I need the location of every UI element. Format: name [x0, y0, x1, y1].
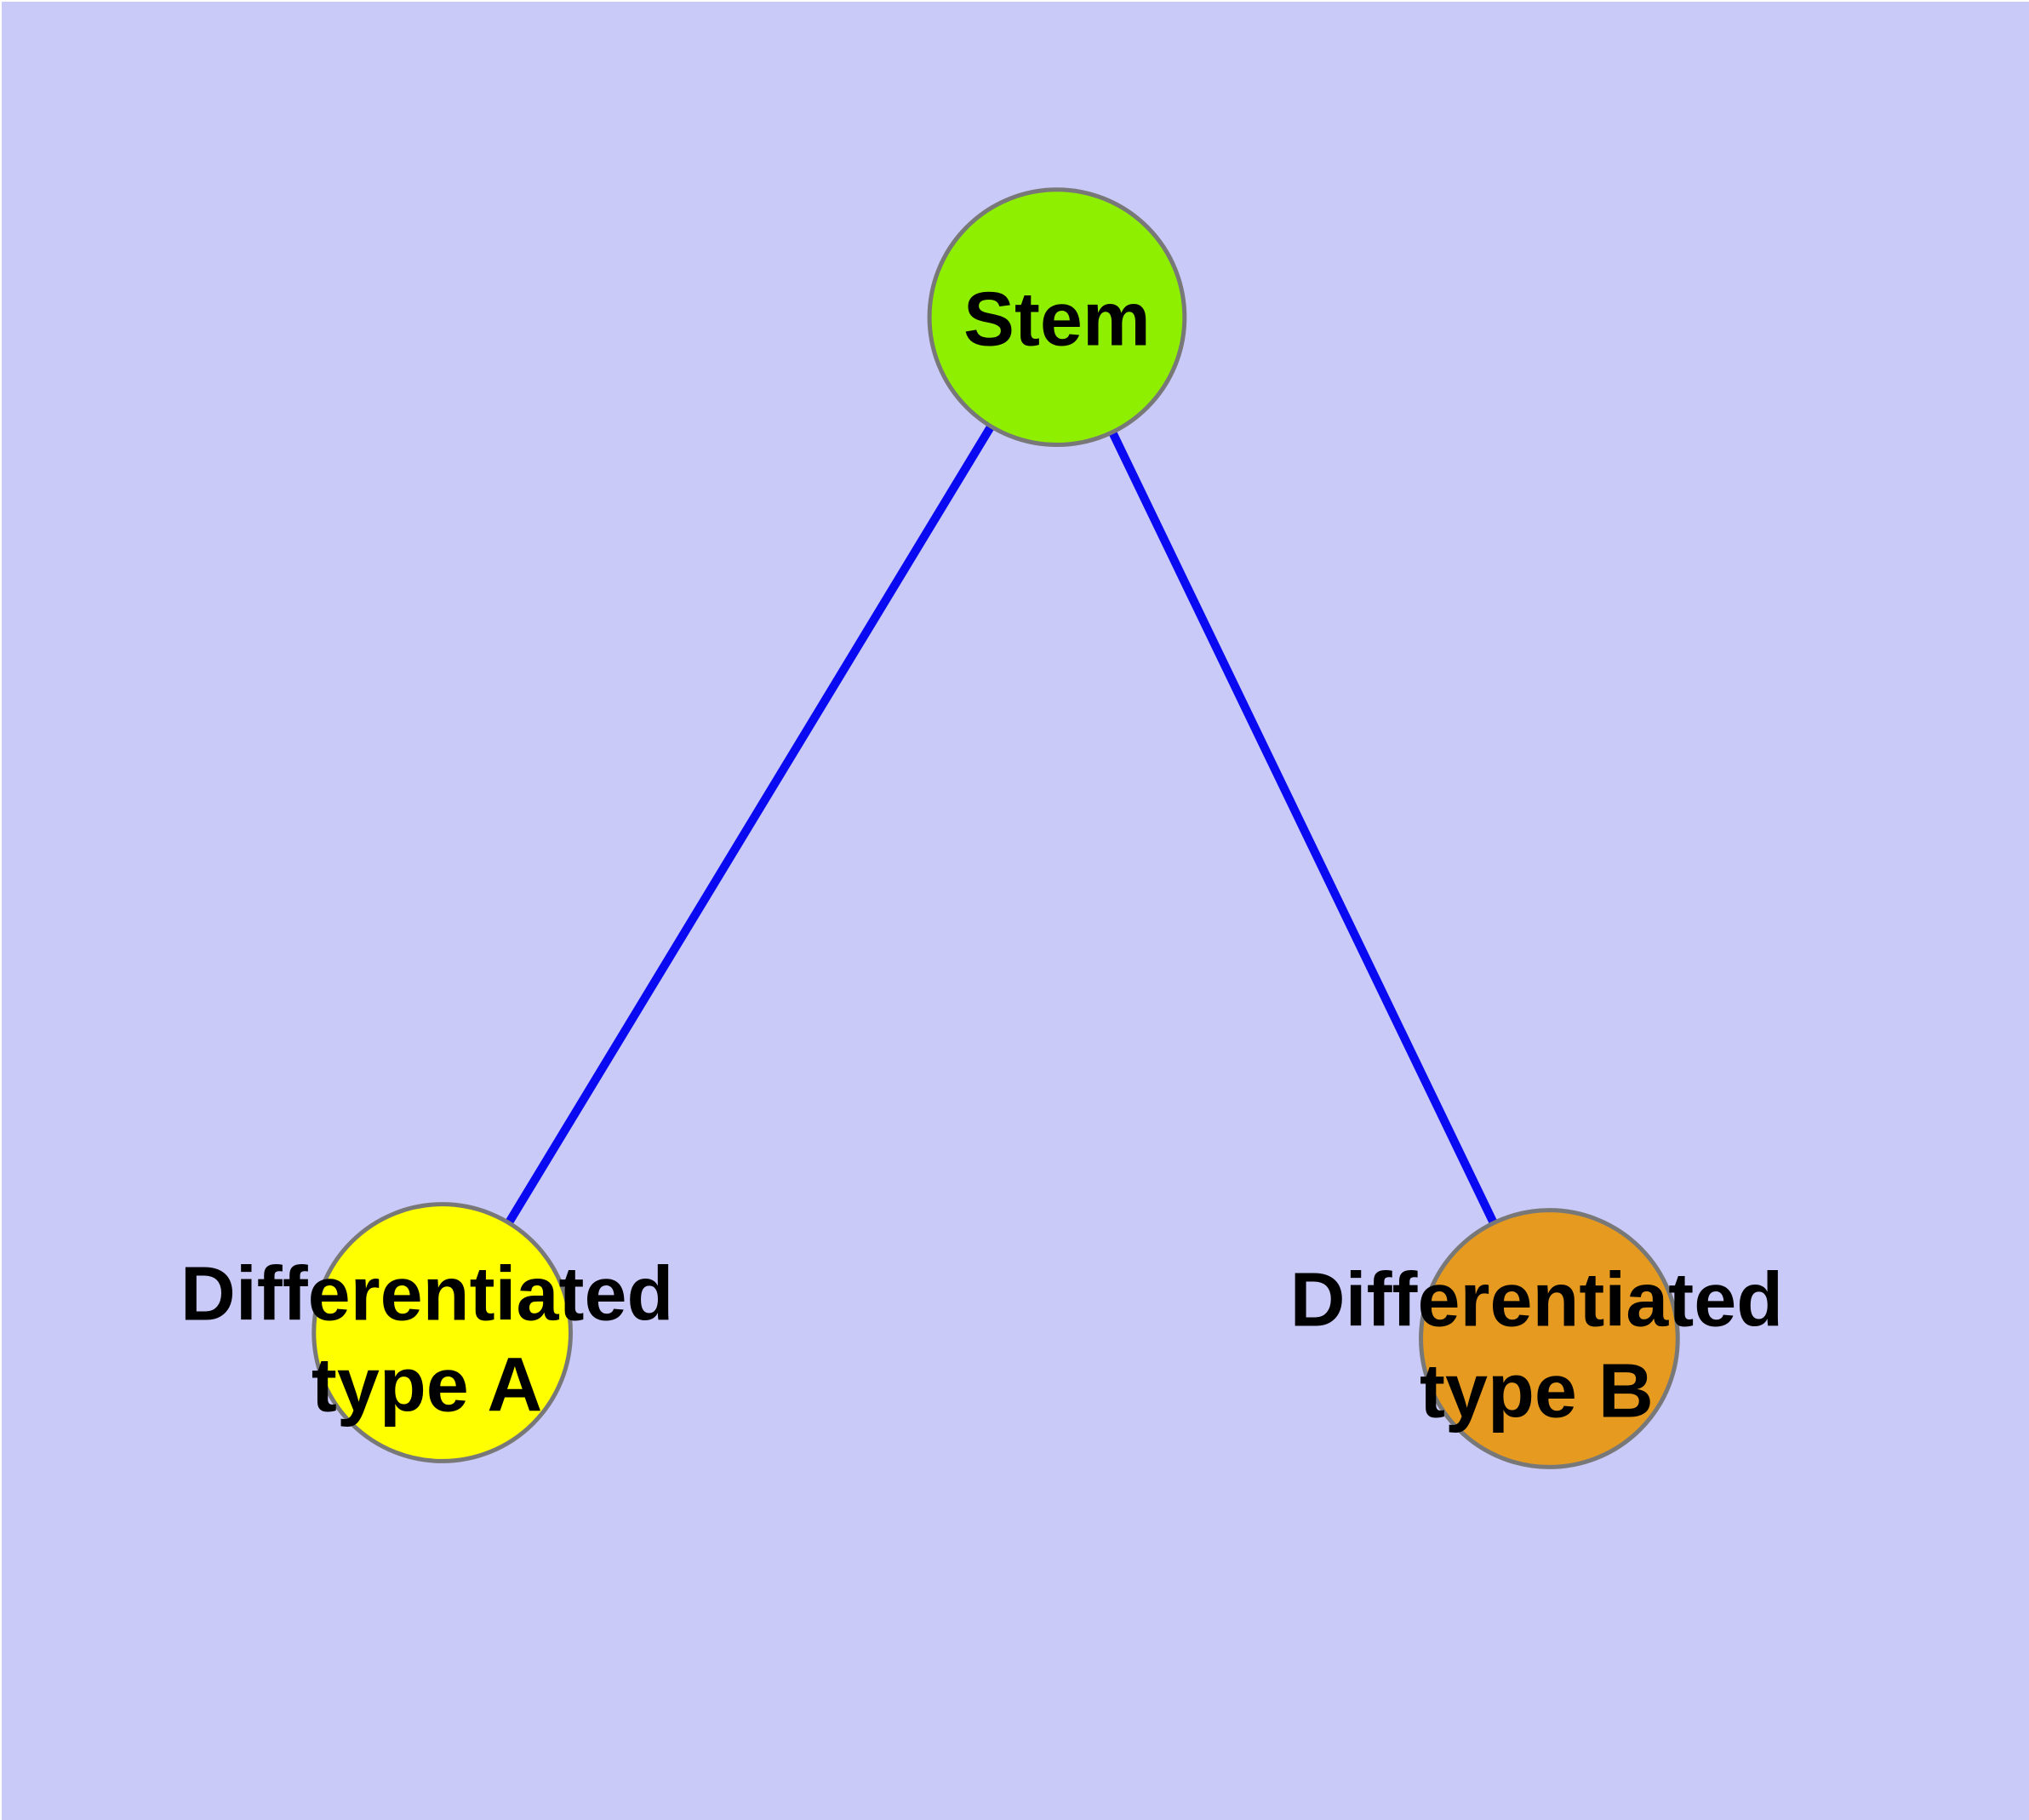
- label-stem: Stem: [963, 278, 1151, 363]
- label-type-a-line1: Differentiated: [180, 1252, 673, 1337]
- label-type-a-line2: type A: [311, 1342, 542, 1428]
- label-type-b-line1: Differentiated: [1290, 1258, 1783, 1343]
- label-type-b-line2: type B: [1420, 1348, 1654, 1434]
- node-stem: [927, 187, 1187, 448]
- edge-stem-to-type-a: [438, 315, 1061, 1336]
- node-differentiated-type-b: [1419, 1208, 1680, 1469]
- node-differentiated-type-a: [311, 1202, 573, 1463]
- edge-stem-to-type-b: [1053, 315, 1553, 1341]
